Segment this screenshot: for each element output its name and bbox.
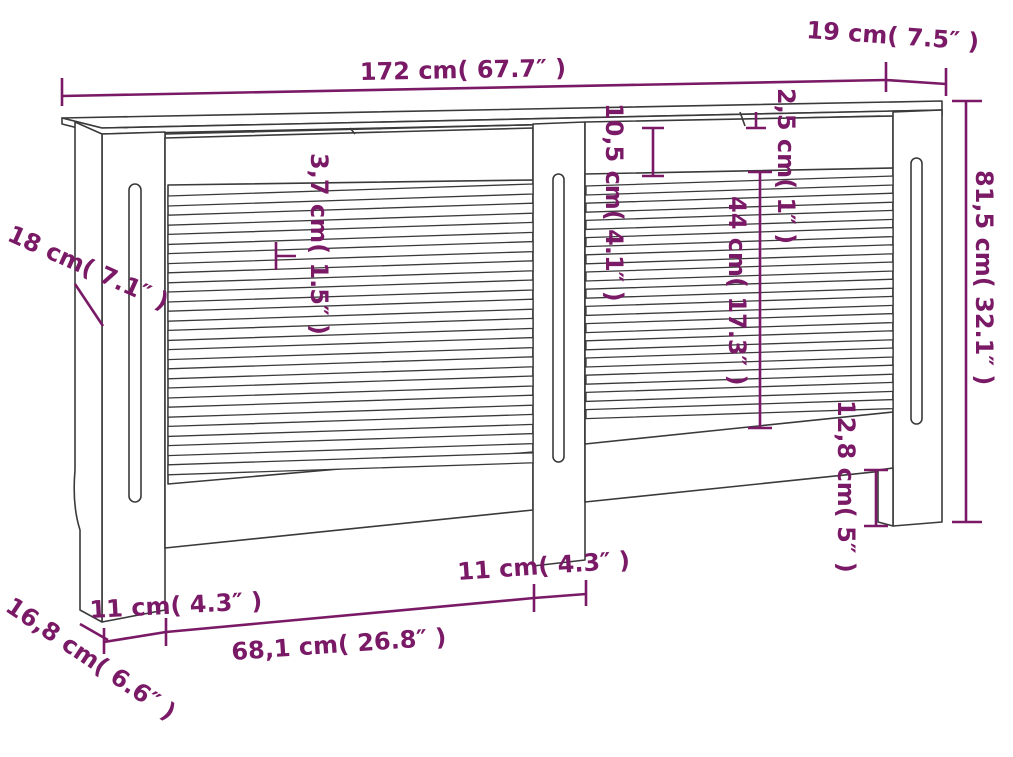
right-leg-slot [910, 157, 923, 425]
center-post-slot [552, 173, 565, 463]
grille-slat [585, 312, 894, 334]
grille-slat [585, 278, 894, 299]
grille-slat [167, 298, 534, 322]
left-grille-slats [167, 183, 534, 476]
grille-slat [167, 432, 534, 457]
grille-slat [167, 356, 534, 380]
grille-slat [167, 336, 534, 361]
floor-clearance-label: 12,8 cm( 5″ ) [832, 400, 860, 573]
center-post-width-line [533, 592, 587, 600]
top-thickness-label: 2,5 cm( 1″ ) [772, 88, 800, 244]
radiator-cover-drawing [61, 100, 943, 623]
grille-slat [167, 221, 534, 246]
grille-height-label: 44 cm( 17.3″ ) [723, 196, 751, 386]
top-notch [349, 127, 356, 135]
grille-slat [167, 183, 534, 207]
grille-slat [585, 364, 894, 385]
left-leg-slot [128, 183, 142, 503]
grille-slat [585, 381, 894, 403]
opening-width-line [165, 596, 535, 634]
total-height-label: 81,5 cm( 32.1″ ) [970, 170, 998, 385]
grille-slat [585, 175, 894, 196]
grille-slat [167, 240, 534, 265]
grille-slat [167, 375, 534, 399]
grille-slat [585, 347, 894, 368]
grille-slat [167, 452, 534, 476]
total-width-label: 172 cm( 67.7″ ) [360, 54, 567, 86]
grille-slat [167, 202, 534, 226]
top-notch-right [739, 111, 746, 127]
left-leg-side [73, 121, 103, 623]
grille-slat [167, 317, 534, 342]
grille-slat [585, 244, 894, 265]
grille-slat [585, 209, 894, 231]
grille-slat [585, 330, 894, 351]
grille-slat [167, 260, 534, 284]
left-leg-width-line [103, 630, 167, 644]
grille-slat [167, 279, 534, 303]
opening-width-label: 68,1 cm( 26.8″ ) [230, 623, 447, 666]
side-panel-line [73, 283, 105, 327]
grille-slat [167, 413, 534, 438]
grille-slat [585, 398, 894, 420]
top-rail-label: 10,5 cm( 4.1″ ) [600, 103, 628, 302]
grille-slat [167, 394, 534, 418]
depth-label: 19 cm( 7.5″ ) [806, 16, 980, 56]
total-width-line [61, 78, 887, 98]
grille-slat [585, 261, 894, 282]
grille-slat [585, 295, 894, 317]
right-leg-foot [877, 467, 894, 527]
depth-line [885, 78, 947, 86]
grille-slat [585, 226, 894, 248]
right-grille-slats [585, 175, 894, 420]
center-post-label: 11 cm( 4.3″ ) [456, 546, 630, 586]
dimension-lines [60, 62, 982, 654]
slat-width-label: 3,7 cm( 1.5″ ) [305, 153, 333, 335]
grille-slat [585, 192, 894, 213]
